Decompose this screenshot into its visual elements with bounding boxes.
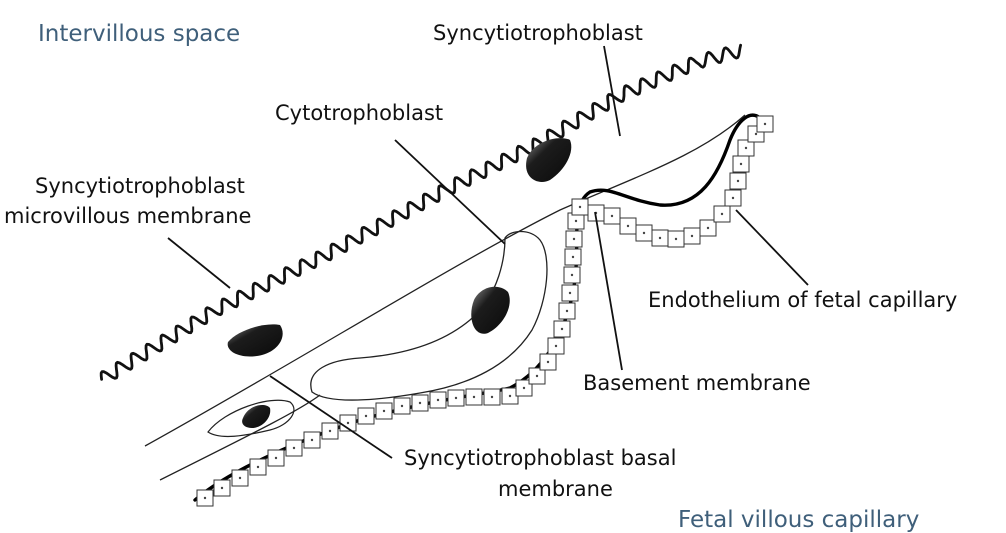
- label-syncytiotrophoblast: Syncytiotrophoblast: [433, 21, 643, 45]
- endothelial-nucleus-dot: [383, 410, 385, 412]
- endothelial-nucleus-dot: [579, 206, 581, 208]
- endothelial-nucleus-dot: [547, 361, 549, 363]
- lower-tissue-outline: [160, 395, 320, 480]
- endothelial-nucleus-dot: [611, 215, 613, 217]
- nucleus-cytotrophoblast: [471, 287, 510, 334]
- endothelial-nucleus-dot: [455, 397, 457, 399]
- endothelial-nucleus-dot: [221, 487, 223, 489]
- endothelial-nucleus-dot: [575, 220, 577, 222]
- endothelial-nucleus-dot: [627, 225, 629, 227]
- endothelial-nucleus-dot: [523, 387, 525, 389]
- endothelial-nucleus-dot: [239, 477, 241, 479]
- endothelial-nucleus-dot: [721, 213, 723, 215]
- endothelial-nucleus-dot: [569, 292, 571, 294]
- label-basement-membrane: Basement membrane: [583, 371, 811, 395]
- label-endothelium: Endothelium of fetal capillary: [648, 288, 957, 312]
- endothelial-nucleus-dot: [573, 238, 575, 240]
- label-fetal-villous-capillary: Fetal villous capillary: [678, 507, 919, 533]
- endothelial-nucleus-dot: [561, 328, 563, 330]
- endothelial-nucleus-dot: [347, 422, 349, 424]
- endothelial-nucleus-dot: [659, 237, 661, 239]
- endothelial-nucleus-dot: [745, 147, 747, 149]
- endothelial-nucleus-dot: [509, 395, 511, 397]
- endothelial-nucleus-dot: [566, 310, 568, 312]
- endothelial-nucleus-dot: [275, 457, 277, 459]
- label-basal-membrane-line1: Syncytiotrophoblast basal: [404, 446, 676, 470]
- endothelial-nucleus-dot: [473, 396, 475, 398]
- endothelial-nucleus-dot: [675, 238, 677, 240]
- nucleus-small: [242, 405, 270, 428]
- endothelial-nucleus-dot: [691, 235, 693, 237]
- label-intervillous-space: Intervillous space: [38, 21, 240, 47]
- endothelial-nucleus-dot: [329, 430, 331, 432]
- endothelial-nucleus-dot: [491, 396, 493, 398]
- endothelial-nucleus-dot: [536, 375, 538, 377]
- label-cytotrophoblast: Cytotrophoblast: [275, 101, 443, 125]
- leader-basement-membrane: [595, 212, 622, 370]
- endothelial-nucleus-dot: [764, 123, 766, 125]
- endothelial-nucleus-dot: [555, 345, 557, 347]
- endothelial-nucleus-dot: [401, 405, 403, 407]
- endothelial-nucleus-dot: [732, 197, 734, 199]
- leader-endothelium: [736, 210, 808, 285]
- endothelial-nucleus-dot: [257, 466, 259, 468]
- leader-microvillous: [168, 238, 230, 288]
- endothelial-nucleus-dot: [755, 133, 757, 135]
- endothelial-nucleus-dot: [571, 274, 573, 276]
- leader-syncytiotrophoblast: [604, 46, 620, 136]
- endothelial-nucleus-dot: [365, 415, 367, 417]
- endothelial-nucleus-dot: [740, 163, 742, 165]
- leader-cytotrophoblast: [395, 140, 505, 244]
- cytotrophoblast-cell: [311, 232, 547, 401]
- endothelial-nucleus-dot: [572, 256, 574, 258]
- label-microvillous-line1: Syncytiotrophoblast: [35, 174, 245, 198]
- endothelial-nucleus-dot: [419, 402, 421, 404]
- endothelial-nucleus-dot: [311, 439, 313, 441]
- endothelial-nucleus-dot: [293, 447, 295, 449]
- endothelial-nucleus-dot: [204, 497, 206, 499]
- label-microvillous-line2: microvillous membrane: [4, 204, 251, 228]
- nucleus-syncytio-lower: [228, 324, 283, 356]
- endothelial-nucleus-dot: [437, 399, 439, 401]
- endothelial-nucleus-dot: [737, 180, 739, 182]
- endothelial-nucleus-dot: [643, 232, 645, 234]
- label-basal-membrane-line2: membrane: [498, 477, 613, 501]
- endothelial-nucleus-dot: [707, 227, 709, 229]
